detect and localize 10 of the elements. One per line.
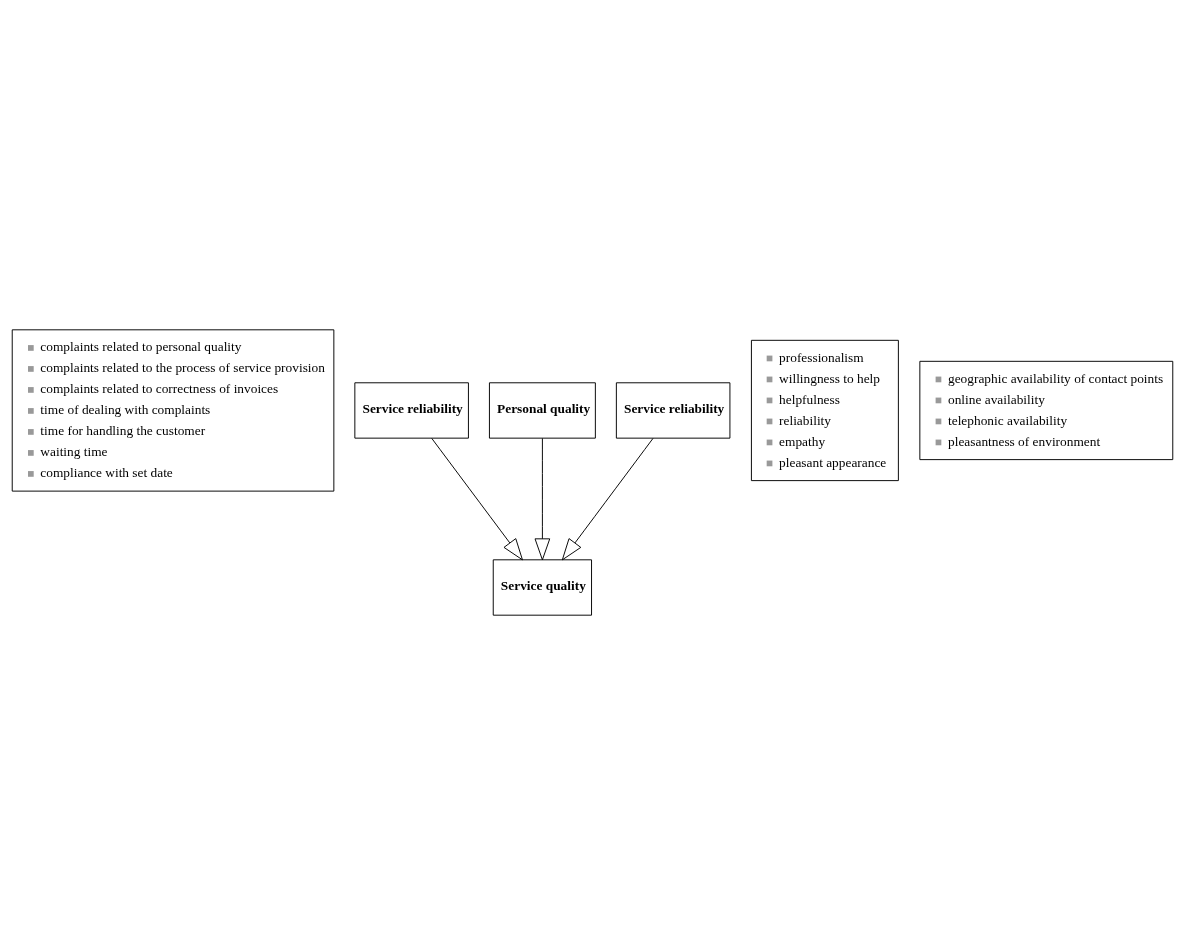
node-box: geographic availability of contact points online availability telephonic availability pleasantness of environment — [919, 360, 1174, 460]
arrow — [561, 437, 654, 560]
arrow — [534, 437, 551, 560]
node-box: Service reliability — [354, 381, 469, 439]
node-box: Personal quality — [488, 381, 596, 439]
node-box: Service reliability — [615, 381, 731, 439]
node-box: professionalism willingness to help helpfulness reliability empathy pleasant appearance — [750, 339, 899, 481]
node-box: Service quality — [492, 558, 593, 616]
arrow — [431, 437, 523, 560]
node-box: complaints related to personal quality complaints related to the process of service provision complaints related to correctness of invoices time of dealing with complaints time for handling the customer waiting time compliance with set date — [11, 328, 335, 492]
